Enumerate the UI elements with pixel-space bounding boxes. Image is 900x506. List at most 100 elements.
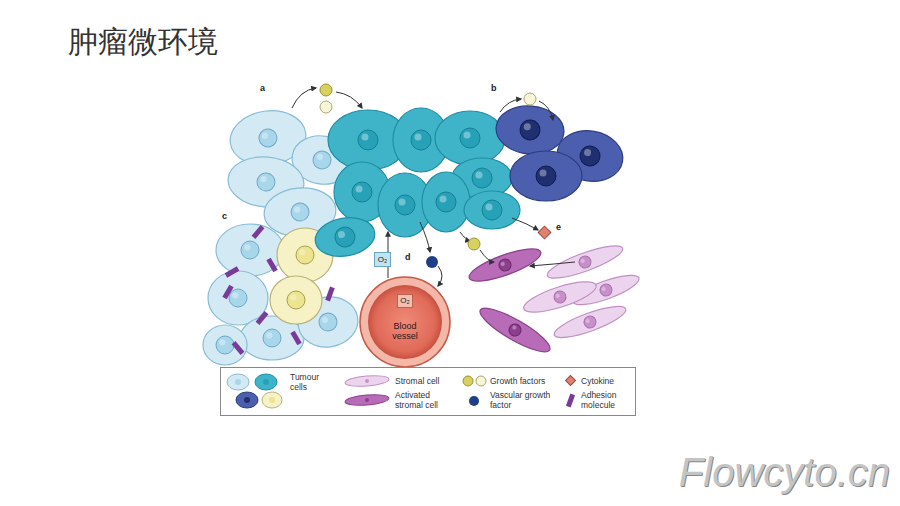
legend-text: Vascular growth factor [490, 390, 560, 410]
cell [270, 276, 322, 324]
nucleus-shine [601, 286, 606, 291]
adhesion-molecule [232, 341, 245, 355]
nucleus-shine [415, 134, 422, 141]
cell-nucleus [263, 329, 281, 347]
cell-nucleus [598, 282, 613, 297]
nucleus-shine [356, 186, 363, 193]
nucleus-shine [523, 123, 531, 131]
cell-body [422, 172, 470, 232]
arrow [438, 266, 442, 286]
arrow [480, 250, 494, 262]
cell-nucleus [436, 192, 456, 212]
nucleus-shine [555, 293, 560, 298]
vascular-growth-factor [426, 256, 438, 268]
cell [551, 301, 629, 344]
nucleus-shine [337, 231, 345, 239]
nucleus-shine [486, 204, 493, 211]
adhesion-molecule [222, 285, 233, 300]
cell [312, 213, 378, 261]
nucleus-shine [500, 261, 505, 266]
arrow [336, 92, 362, 108]
node-label: Blood vessel [380, 321, 430, 341]
adhesion-molecule [225, 266, 240, 277]
legend-icon [345, 374, 390, 388]
vessel-wall [360, 277, 450, 367]
adhesion-molecule [325, 287, 334, 302]
cell [510, 151, 582, 201]
cell-nucleus [287, 291, 305, 309]
cell [494, 103, 566, 157]
cell-nucleus [229, 289, 247, 307]
nucleus-shine [464, 132, 471, 139]
growth-factor [320, 101, 332, 113]
nucleus-shine [266, 332, 272, 338]
cell-nucleus [358, 130, 378, 150]
cell-nucleus [460, 128, 480, 148]
adhesion-molecule [252, 225, 265, 239]
adhesion-molecule [290, 331, 301, 346]
nucleus-shine [290, 294, 296, 300]
legend-text: Adhesion molecule [581, 390, 631, 410]
cell-body [208, 271, 268, 325]
cell-body [510, 151, 582, 201]
cell-nucleus [582, 314, 597, 329]
cell-body [312, 213, 378, 261]
legend-text: Tumour cells [290, 372, 330, 392]
legend-icon [263, 379, 269, 385]
legend-icon [262, 392, 282, 408]
cell-body [551, 301, 629, 344]
vessel-lumen [368, 285, 442, 359]
cell [464, 191, 520, 229]
legend-frame [221, 368, 636, 416]
nucleus-shine [511, 325, 517, 331]
nucleus-shine [299, 249, 305, 255]
cell [544, 240, 625, 284]
legend-icon [365, 379, 369, 383]
arrow [512, 218, 538, 230]
cell-body [464, 191, 520, 229]
callout-letter: a [260, 83, 265, 93]
nucleus-shine [316, 153, 323, 160]
nucleus-shine [585, 318, 590, 323]
nucleus-shine [399, 199, 406, 206]
growth-factor [524, 93, 536, 105]
nucleus-shine [261, 132, 268, 139]
cell-nucleus [296, 246, 314, 264]
legend-icon [236, 392, 258, 408]
nucleus-shine [219, 339, 225, 345]
cell-nucleus [256, 172, 276, 192]
cell [521, 276, 599, 319]
cell-body [203, 325, 247, 365]
cell-nucleus [536, 166, 556, 186]
legend-icon [255, 374, 277, 390]
nucleus-shine [580, 258, 585, 263]
nucleus-shine [321, 316, 328, 323]
arrow [292, 88, 316, 108]
cell-nucleus [507, 322, 523, 338]
nucleus-shine [476, 172, 483, 179]
legend-text: Growth factors [490, 376, 560, 386]
nucleus-shine [232, 292, 238, 298]
cell-nucleus [497, 257, 512, 272]
cell-nucleus [258, 128, 278, 148]
legend-icon [566, 376, 576, 386]
arrow [500, 99, 521, 112]
watermark: Flowcyto.cn [679, 450, 890, 495]
callout-letter: b [491, 83, 497, 93]
oxygen-label: O₂ [400, 296, 409, 306]
legend-icon [269, 397, 275, 403]
legend-text: Activated stromal cell [395, 390, 455, 410]
nucleus-shine [584, 148, 592, 156]
cell-body [435, 111, 505, 165]
legend-text: Cytokine [581, 376, 631, 386]
cell-nucleus [290, 202, 310, 222]
cell-nucleus [577, 254, 592, 269]
nucleus-shine [260, 176, 267, 183]
blood-vessel: Blood vessel O₂ [360, 277, 450, 367]
cell-body [270, 276, 322, 324]
cell-nucleus [312, 150, 333, 171]
nucleus-shine [362, 134, 369, 141]
callout-letter: d [405, 252, 411, 262]
oxygen-label: O₂ [378, 255, 387, 265]
